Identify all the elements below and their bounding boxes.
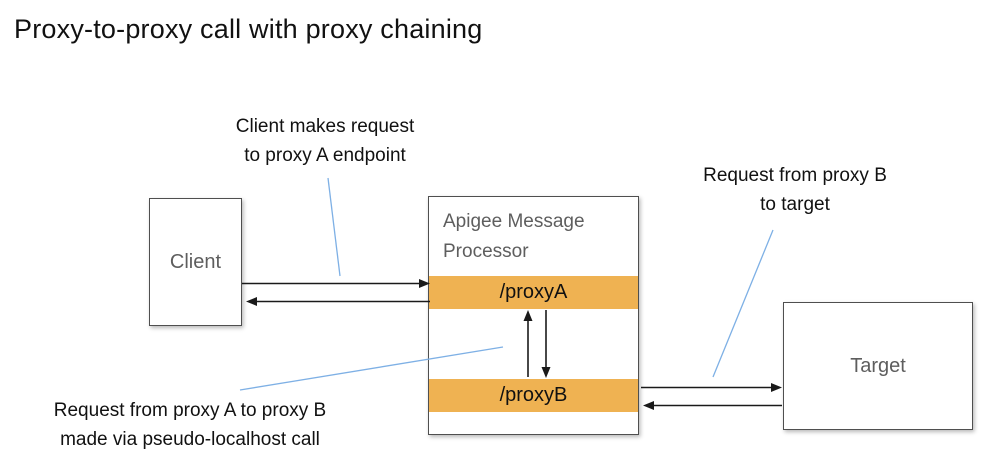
leader-line-client-request: [327, 177, 341, 277]
proxyb-label: /proxyB: [499, 384, 568, 406]
arrow-target-to-processor: [643, 401, 782, 410]
client-box: Client: [149, 198, 242, 326]
annotation-client-request: Client makes request to proxy A endpoint: [205, 112, 445, 170]
arrow-client-to-processor: [242, 279, 430, 288]
annotation-proxya-to-proxyb-line1: Request from proxy A to proxy B: [53, 400, 327, 421]
annotation-client-request-line2: to proxy A endpoint: [244, 145, 406, 166]
proxyb-endpoint-bar: /proxyB: [429, 379, 638, 412]
proxya-label: /proxyA: [499, 281, 568, 303]
annotation-proxyb-to-target: Request from proxy B to target: [675, 161, 915, 219]
proxya-endpoint-bar: /proxyA: [429, 276, 638, 309]
leader-line-proxyb-to-target: [712, 229, 774, 378]
diagram-title: Proxy-to-proxy call with proxy chaining: [14, 14, 483, 44]
annotation-proxyb-to-target-line1: Request from proxy B: [703, 165, 887, 186]
target-label: Target: [850, 354, 906, 377]
message-processor-box: Apigee Message Processor /proxyA /proxyB: [428, 196, 639, 435]
target-box: Target: [783, 302, 973, 430]
client-label: Client: [169, 250, 222, 273]
arrow-processor-to-client: [246, 297, 430, 306]
arrow-processor-to-target: [641, 383, 782, 392]
annotation-proxya-to-proxyb-line2: made via pseudo-localhost call: [60, 429, 320, 450]
annotation-client-request-line1: Client makes request: [235, 116, 415, 137]
annotation-proxya-to-proxyb: Request from proxy A to proxy B made via…: [10, 396, 370, 454]
annotation-proxyb-to-target-line2: to target: [760, 194, 830, 215]
message-processor-label: Apigee Message Processor: [443, 211, 585, 262]
